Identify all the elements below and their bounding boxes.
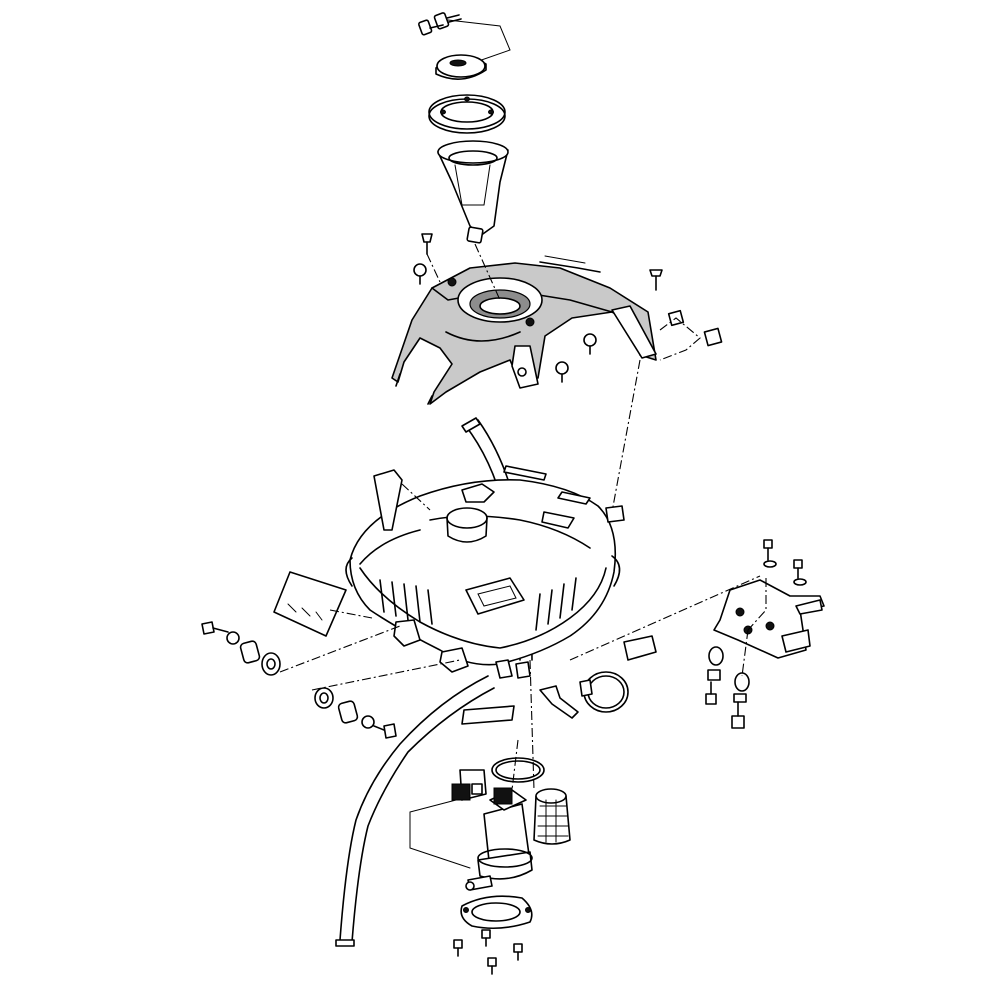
- fuel-pump: [451, 769, 533, 891]
- leader-left-bolts: [279, 625, 401, 673]
- cap-ring: [428, 94, 506, 134]
- leader-cover-right: [611, 359, 641, 513]
- leader-bracket: [569, 575, 767, 677]
- fuel-tank: [345, 465, 621, 679]
- leader-keys: [447, 19, 511, 65]
- pump-gasket: [491, 757, 545, 783]
- fuel-cap: [435, 54, 487, 80]
- tank-pads: [273, 505, 657, 725]
- fuel-hose: [335, 675, 495, 947]
- filler-neck: [437, 140, 509, 244]
- leader-left-bolts-2: [311, 659, 461, 691]
- leader-cover-clips: [659, 317, 701, 361]
- hose-clamp: [539, 671, 629, 719]
- cover-screws: [413, 233, 723, 383]
- leader-neck: [474, 243, 501, 301]
- keys: [418, 12, 462, 36]
- tank-cover: [391, 255, 657, 405]
- plate-screws: [453, 929, 523, 975]
- mounting-bracket: [713, 579, 825, 659]
- pump-filter: [533, 788, 571, 845]
- pump-plate: [460, 895, 533, 930]
- left-bolt-set: [201, 621, 397, 739]
- leader-pump-bracket: [409, 799, 471, 869]
- leader-pad: [329, 483, 431, 619]
- leader-cover-left: [426, 253, 441, 283]
- bracket-bolts: [705, 539, 807, 729]
- leader-pump: [511, 659, 535, 791]
